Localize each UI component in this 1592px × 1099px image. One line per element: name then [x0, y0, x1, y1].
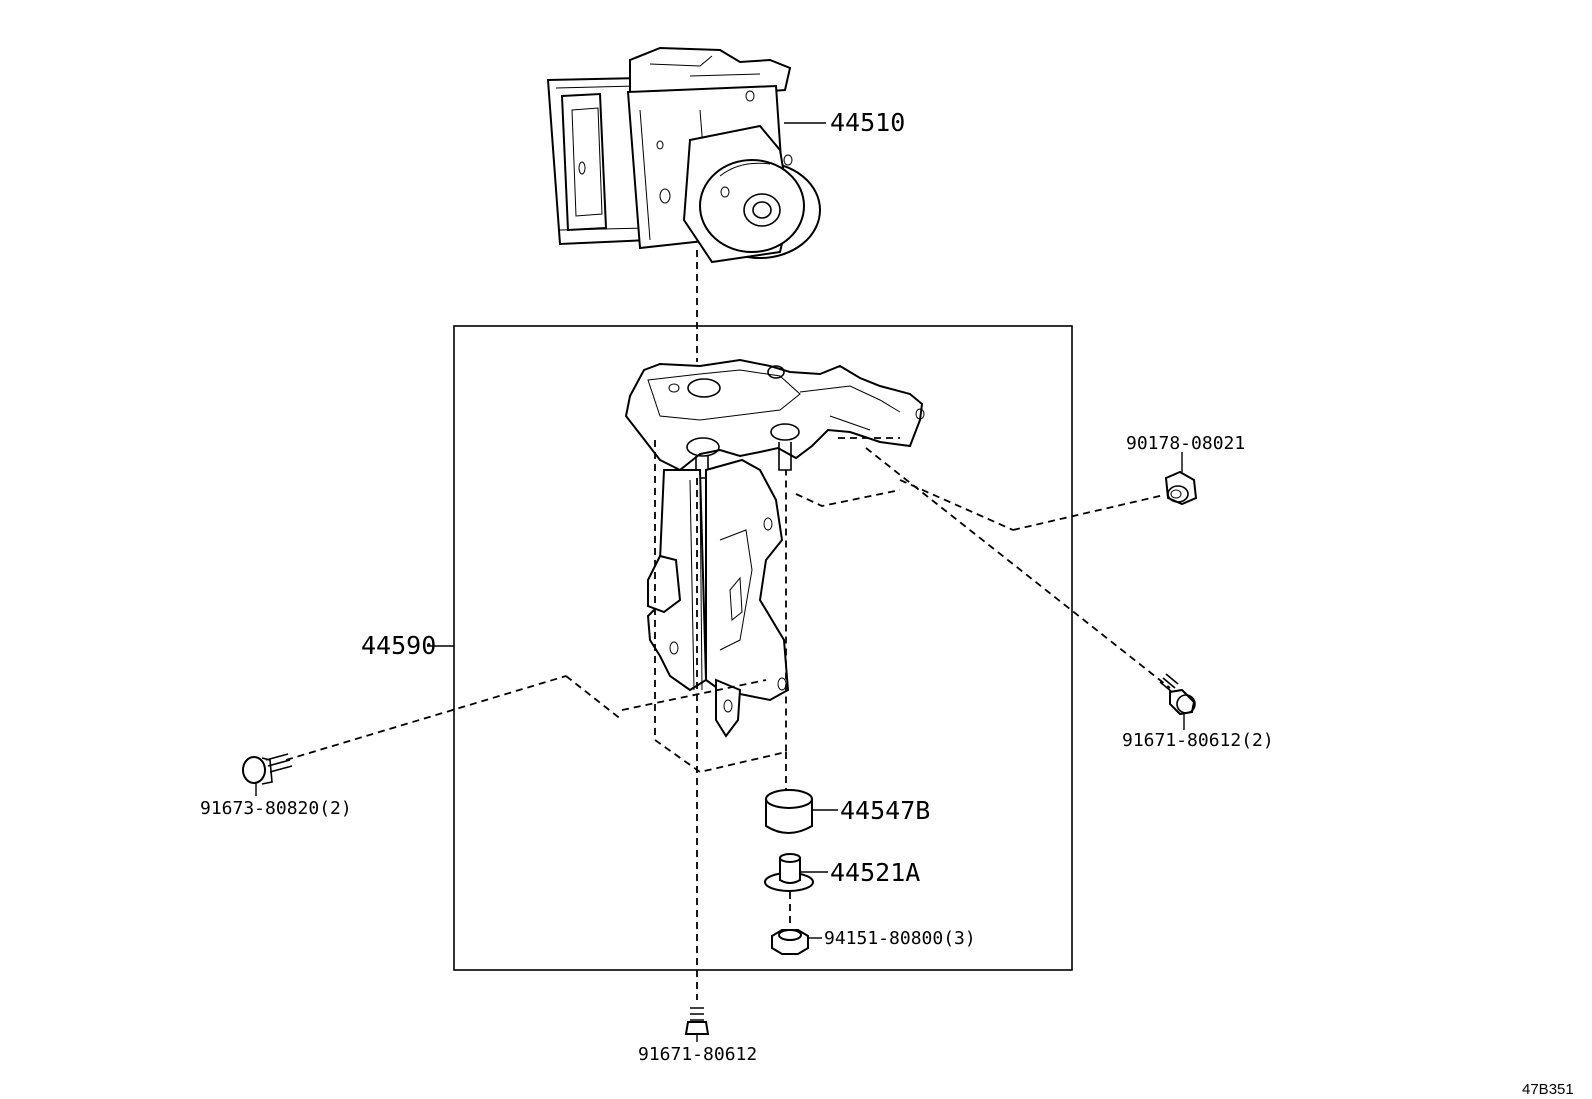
cushion-icon: [765, 789, 813, 834]
flange-nut-icon: [1164, 470, 1198, 506]
dashed-nut-link: [1012, 494, 1165, 531]
hex-nut-icon: [771, 929, 809, 955]
flange-bolt-icon: [1159, 673, 1196, 716]
label-nut-bottom: 94151-80800(3): [824, 928, 976, 949]
label-bolt-bottom: 91671-80612: [638, 1044, 757, 1065]
dashed-bolt-left-link: [285, 675, 567, 761]
label-bolt-left: 91673-80820(2): [200, 798, 352, 819]
label-cushion: 44547B: [840, 796, 930, 825]
collar-icon: [764, 853, 814, 892]
dashed-nut-link-2: [899, 479, 1014, 531]
label-bolt-right: 91671-80612(2): [1122, 730, 1274, 751]
dashed-bolt-right-link: [865, 447, 1171, 689]
bottom-bolt-icon: [684, 1007, 710, 1035]
abs-actuator-drawing: [546, 46, 821, 264]
label-actuator: 44510: [830, 108, 905, 137]
hex-bolt-icon: [242, 753, 293, 785]
label-nut-upper-right: 90178-08021: [1126, 433, 1245, 454]
label-collar: 44521A: [830, 858, 920, 887]
label-bracket: 44590: [361, 631, 436, 660]
figure-code: 47B351: [1522, 1081, 1574, 1098]
bracket-drawing: [624, 358, 925, 738]
dashed-construction-lines: [565, 437, 901, 1000]
bracket-frame: [453, 325, 1073, 971]
